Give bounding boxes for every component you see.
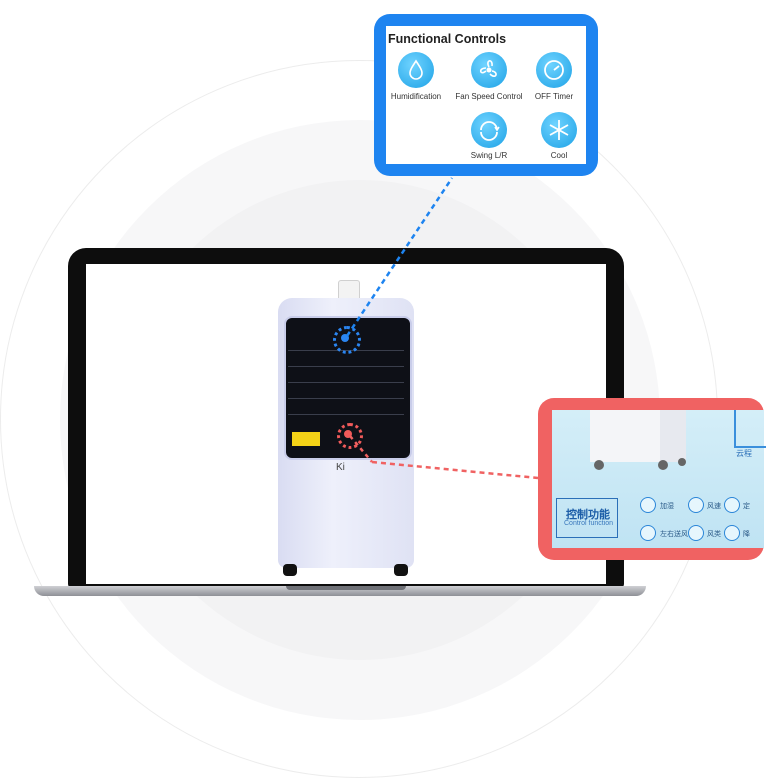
cn-timer-label: 定	[743, 503, 750, 510]
snowflake-icon	[724, 525, 740, 541]
cn-swing-label: 左右送风	[660, 531, 688, 538]
cn-wind-type-label: 风类	[707, 531, 721, 538]
wind-type-icon	[688, 525, 704, 541]
red-connector-line	[349, 435, 373, 463]
control-function-title: 控制功能	[566, 509, 610, 521]
swing-icon	[471, 112, 507, 148]
louver-line	[288, 414, 404, 415]
wheel	[678, 458, 686, 466]
red-connector-line	[371, 460, 539, 480]
wheel	[283, 564, 297, 576]
control-function-subtitle: Control function	[564, 520, 614, 527]
laptop-notch	[286, 586, 406, 590]
control-panel-marker-red	[337, 423, 363, 449]
humidification-icon	[398, 52, 434, 88]
blue-connector-line	[345, 177, 454, 337]
cooler-side-photo	[660, 410, 686, 462]
swing-label: Swing L/R	[470, 151, 508, 160]
marker-dot-blue	[341, 334, 349, 342]
product-logo: Ki	[336, 462, 345, 473]
wheel	[658, 460, 668, 470]
louver-line	[288, 382, 404, 383]
remote-frame	[734, 410, 766, 448]
timer-icon	[724, 497, 740, 513]
control-function-frame	[556, 498, 618, 538]
fan-icon	[471, 52, 507, 88]
timer-icon	[536, 52, 572, 88]
off-timer-label: OFF Timer	[534, 92, 574, 101]
laptop-base	[34, 586, 646, 596]
cool-label: Cool	[550, 151, 568, 160]
cn-fan-label: 风速	[707, 503, 721, 510]
wheel	[394, 564, 408, 576]
cn-humidification-label: 加湿	[660, 503, 674, 510]
wheel	[594, 460, 604, 470]
humidification-icon	[640, 497, 656, 513]
marker-dot-red	[344, 430, 352, 438]
fan-icon	[688, 497, 704, 513]
functional-controls-title: Functional Controls	[388, 32, 507, 46]
cn-cool-label: 降	[743, 531, 750, 538]
control-panel-marker-blue	[333, 326, 361, 354]
louver-line	[288, 366, 404, 367]
warning-sticker	[292, 432, 320, 446]
louver-line	[288, 398, 404, 399]
remote-label: 云程	[736, 449, 752, 458]
swing-icon	[640, 525, 656, 541]
snowflake-icon	[541, 112, 577, 148]
fan-speed-label: Fan Speed Control	[455, 92, 523, 101]
humidification-label: Humidification	[390, 92, 442, 101]
